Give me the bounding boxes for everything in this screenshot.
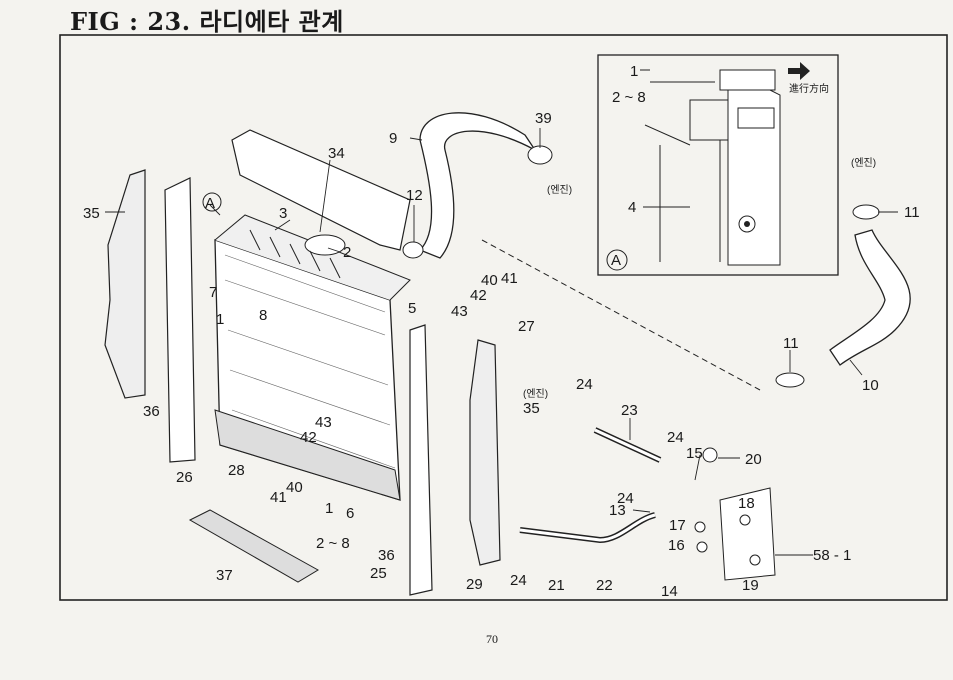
clamp-12 <box>402 241 424 259</box>
callout-43-b: 43 <box>315 414 332 431</box>
callout-5: 5 <box>408 300 416 317</box>
radiator-core <box>214 214 411 501</box>
side-shroud-35-right <box>469 339 501 566</box>
engine-note-1: (엔진) <box>547 184 572 196</box>
pad-37 <box>188 509 319 583</box>
callout-18: 18 <box>738 495 755 512</box>
callout-A: A <box>205 195 215 212</box>
callout-28: 28 <box>228 462 245 479</box>
callout-9: 9 <box>389 130 397 147</box>
callout-13: 13 <box>609 502 626 519</box>
callout-42-a: 42 <box>470 287 487 304</box>
inset-detail-a: A 進行方向 1 2 ~ 8 4 <box>597 54 839 276</box>
callout-26: 26 <box>176 469 193 486</box>
clamp-11-upper <box>852 204 880 220</box>
callout-43-a: 43 <box>451 303 468 320</box>
engine-note-2: (엔진) <box>851 157 876 169</box>
callout-1: 1 <box>325 500 333 517</box>
callout-11-upper: 11 <box>904 204 920 221</box>
callout-2-8: 2 ~ 8 <box>316 535 350 552</box>
side-shroud-35-left <box>104 169 146 399</box>
callout-29: 29 <box>466 576 483 593</box>
callout-35-left: 35 <box>83 205 100 222</box>
upper-hose-9 <box>418 112 536 259</box>
callout-40-b: 40 <box>286 479 303 496</box>
inset-ref-letter: A <box>611 252 621 269</box>
clamp-11-lower <box>775 372 805 388</box>
callout-22: 22 <box>596 577 613 594</box>
bracket-26 <box>164 177 196 463</box>
callout-23: 23 <box>621 402 638 419</box>
callout-27: 27 <box>518 318 535 335</box>
inset-label-1: 1 <box>630 63 638 80</box>
ref-a-circle <box>202 192 222 212</box>
lower-hose-10 <box>829 229 911 366</box>
callout-7-b: 1 <box>216 311 224 328</box>
inset-label-4: 4 <box>628 199 636 216</box>
callout-6: 6 <box>346 505 354 522</box>
callout-20: 20 <box>745 451 762 468</box>
figure-title: FIG : 23. 라디에타 관계 <box>70 7 344 36</box>
callout-24-a: 24 <box>576 376 593 393</box>
callout-36-right: 36 <box>378 547 395 564</box>
diagram-frame <box>59 34 948 601</box>
callout-21: 21 <box>548 577 565 594</box>
callout-19: 19 <box>742 577 759 594</box>
callout-11-lower: 11 <box>783 335 799 352</box>
callout-14: 14 <box>661 583 678 600</box>
callout-8: 8 <box>259 307 267 324</box>
callout-24-b: 24 <box>667 429 684 446</box>
callout-15: 15 <box>686 445 703 462</box>
callout-58-1: 58 - 1 <box>813 547 851 564</box>
callout-24-d: 24 <box>510 572 527 589</box>
callout-35-right: 35 <box>523 400 540 417</box>
callout-17: 17 <box>669 517 686 534</box>
callout-3: 3 <box>279 205 287 222</box>
callout-10: 10 <box>862 377 879 394</box>
callout-7: 7 <box>209 284 217 301</box>
bracket-25 <box>409 324 433 596</box>
page-number: 70 <box>486 632 498 646</box>
callout-16: 16 <box>668 537 685 554</box>
callout-41-b: 41 <box>270 489 287 506</box>
bracket-assembly-58 <box>694 447 776 581</box>
engine-note-3: (엔진) <box>523 388 548 400</box>
callout-2: 2 <box>343 244 351 261</box>
callout-40-a: 40 <box>481 272 498 289</box>
callout-36-left: 36 <box>143 403 160 420</box>
direction-label: 進行方向 <box>789 82 829 95</box>
callout-42-b: 42 <box>300 429 317 446</box>
clamp-39 <box>527 145 553 165</box>
inset-label-2-8: 2 ~ 8 <box>612 89 646 106</box>
callout-24-c: 24 <box>617 490 634 507</box>
callout-12: 12 <box>406 187 423 204</box>
callout-37: 37 <box>216 567 233 584</box>
callout-25: 25 <box>370 565 387 582</box>
overflow-hose-22 <box>519 512 656 544</box>
callout-39: 39 <box>535 110 552 127</box>
callout-34: 34 <box>328 145 345 162</box>
upper-cover-34 <box>231 129 411 251</box>
callout-41-a: 41 <box>501 270 518 287</box>
inset-ref-circle <box>606 249 628 271</box>
